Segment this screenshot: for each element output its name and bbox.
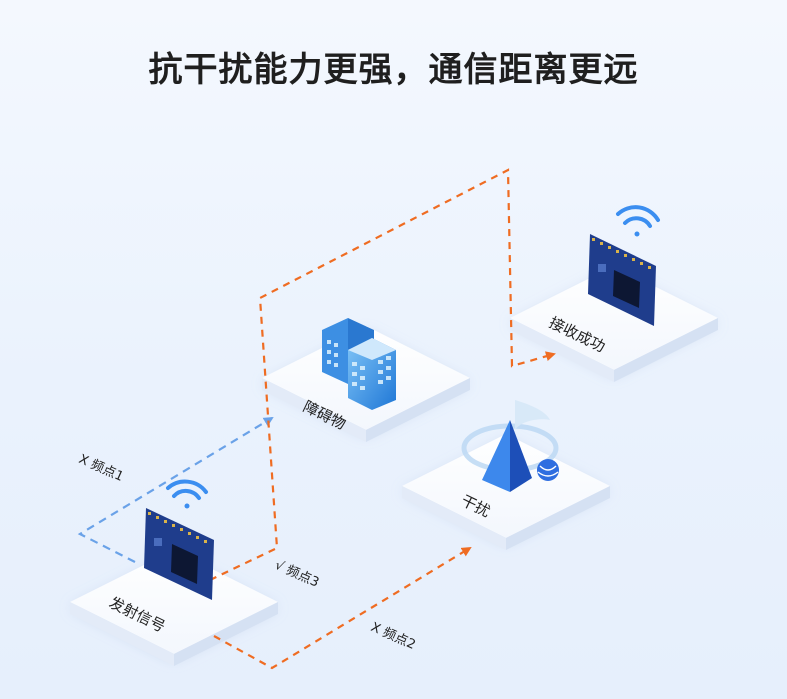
transmitter-module-icon [144,508,214,600]
wifi-icon-receiver [616,205,660,237]
interference-icon [461,400,559,492]
label-freq3: √ 频点3 [272,558,321,591]
platform-interference [402,434,610,550]
platform-receiver [510,266,718,382]
label-freq2: X 频点2 [368,620,417,653]
receiver-module-icon [588,234,656,326]
building-icon [322,318,396,410]
platform-transmitter [70,550,278,666]
path-freq1 [77,416,274,563]
label-freq1: X 频点1 [76,452,125,485]
page-title: 抗干扰能力更强，通信距离更远 [148,50,639,90]
path-freq3 [209,168,556,581]
wifi-icon-transmitter [166,479,208,509]
path-freq2 [213,546,472,670]
